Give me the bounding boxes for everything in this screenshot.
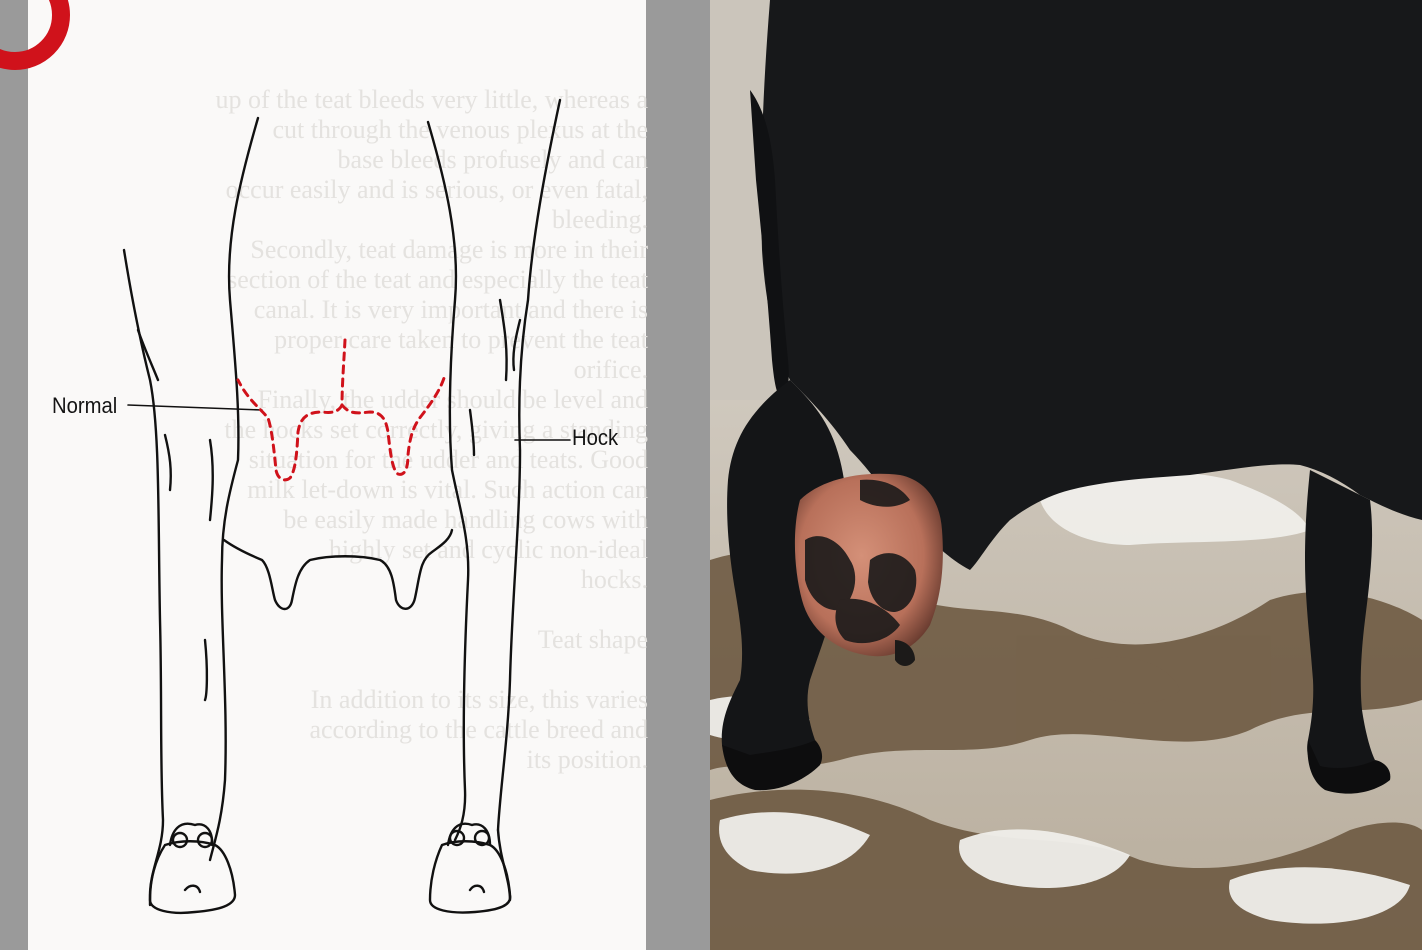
right-leg-outer-line — [498, 100, 560, 830]
hind-legs-udder-diagram — [0, 0, 710, 950]
label-normal: Normal — [52, 393, 117, 419]
cow-rear-photo — [710, 0, 1422, 950]
left-hoof — [150, 841, 235, 913]
label-hock: Hock — [572, 425, 618, 451]
right-leg-inner-line — [428, 122, 468, 840]
normal-leader-line — [128, 405, 262, 410]
left-leg-outer-line — [124, 250, 163, 905]
diagram-panel: up of the teat bleeds very little, where… — [0, 0, 710, 950]
right-hoof — [430, 841, 510, 912]
cow-right-hind-leg — [1305, 470, 1375, 770]
left-leg-inner-line — [210, 118, 258, 860]
low-udder-outline — [224, 530, 452, 609]
normal-udder-dashed-outline — [238, 340, 444, 480]
